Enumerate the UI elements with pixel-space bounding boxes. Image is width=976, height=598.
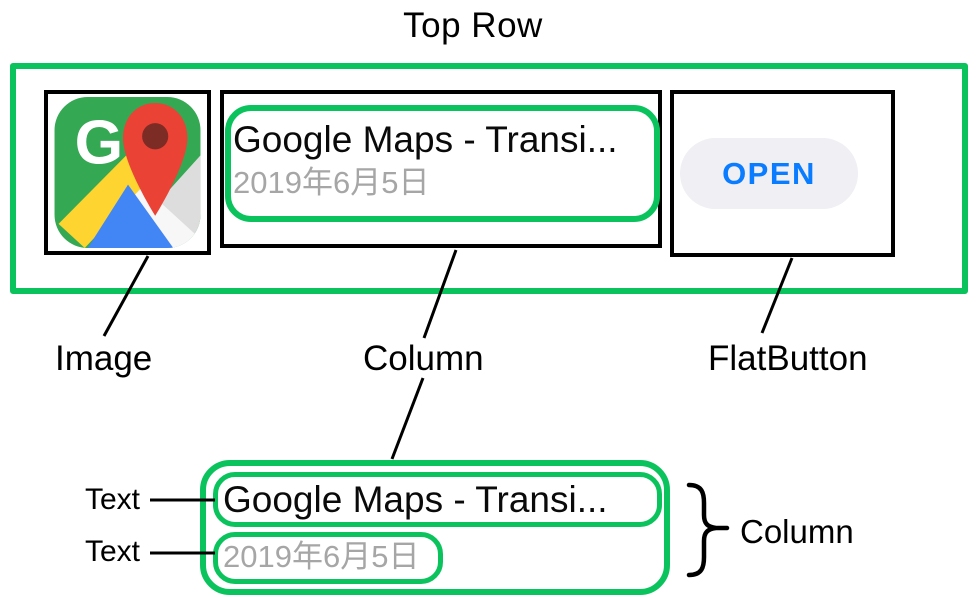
text1-callout-label: Text: [85, 483, 141, 516]
open-button[interactable]: OPEN: [680, 138, 858, 209]
page-title: Top Row: [403, 6, 543, 45]
detail-date-highlight: 2019年6月5日: [213, 532, 443, 584]
svg-text:G: G: [75, 108, 124, 177]
image-widget-box: G: [44, 90, 211, 255]
google-maps-icon: G: [54, 97, 201, 248]
image-callout-label: Image: [55, 339, 153, 378]
detail-date-text: 2019年6月5日: [223, 539, 420, 574]
open-button-label: OPEN: [722, 155, 816, 191]
text2-callout-label: Text: [85, 535, 141, 568]
detail-column-highlight: [200, 460, 670, 595]
detail-title-highlight: Google Maps - Transi...: [213, 472, 662, 527]
detail-column-label: Column: [740, 513, 854, 550]
brace-icon: [686, 482, 730, 578]
flatbutton-callout-label: FlatButton: [708, 339, 868, 378]
app-title-text: Google Maps - Transi...: [233, 119, 618, 160]
top-row-highlight: [10, 63, 968, 294]
column-highlight: Google Maps - Transi... 2019年6月5日: [225, 105, 660, 222]
detail-title-text: Google Maps - Transi...: [223, 478, 608, 520]
column-callout-label: Column: [363, 339, 484, 378]
app-date-text: 2019年6月5日: [233, 165, 430, 200]
